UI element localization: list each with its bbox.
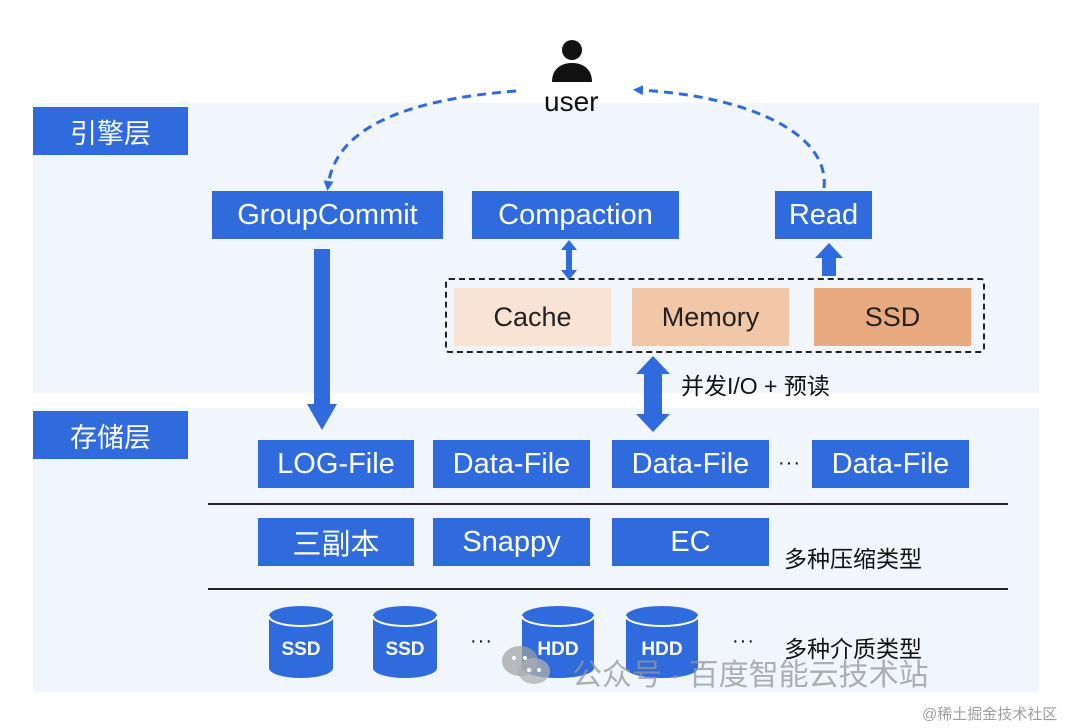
snappy-box: Snappy — [433, 518, 590, 566]
disk-hdd-1-label: HDD — [537, 639, 579, 660]
disk-ssd-2-label: SSD — [385, 639, 425, 660]
user-icon — [552, 40, 592, 82]
disk-hdd-2-label: HDD — [641, 639, 683, 660]
media-group — [445, 278, 985, 353]
memory-box: Memory — [632, 288, 789, 346]
divider-top — [208, 503, 1008, 505]
disk-hdd-2 — [626, 606, 698, 678]
data-file-box-3: Data-File — [812, 440, 969, 488]
watermark-sub: @稀土掘金技术社区 — [922, 706, 1058, 723]
engine-layer-label: 引擎层 — [33, 107, 188, 155]
compaction-box: Compaction — [472, 191, 679, 239]
disk-ssd-2 — [373, 606, 437, 678]
disk-ssd-1-label: SSD — [281, 639, 321, 660]
arrow-ssd-to-read — [815, 243, 843, 276]
disks-ellipsis-1: ··· — [470, 630, 493, 652]
disks-ellipsis-2: ··· — [732, 630, 755, 652]
io-label: 并发I/O + 预读 — [681, 373, 830, 399]
watermark-main: 公众号 · 百度智能云技术站 — [572, 659, 929, 692]
ssd-box: SSD — [814, 288, 971, 346]
replica-box: 三副本 — [258, 518, 414, 566]
groupcommit-box: GroupCommit — [212, 191, 443, 239]
disk-ssd-1 — [269, 606, 333, 678]
dashed-arrow-user-to-groupcommit — [323, 89, 517, 191]
user-label: user — [544, 86, 599, 117]
wechat-icon — [502, 646, 550, 684]
arrow-media-datafile — [636, 356, 670, 432]
storage-layer-label: 存储层 — [33, 411, 188, 459]
dashed-arrow-read-to-user — [633, 85, 826, 189]
data-file-box-2: Data-File — [612, 440, 769, 488]
read-box: Read — [775, 191, 872, 239]
compression-types-note: 多种压缩类型 — [784, 546, 922, 572]
ec-box: EC — [612, 518, 769, 566]
files-ellipsis: ··· — [778, 452, 801, 474]
data-file-box-1: Data-File — [433, 440, 590, 488]
arrow-compaction-media — [561, 240, 577, 280]
arrow-groupcommit-to-logfile — [307, 249, 337, 430]
log-file-box: LOG-File — [258, 440, 414, 488]
media-types-note: 多种介质类型 — [784, 636, 922, 662]
divider-bottom — [208, 588, 1008, 590]
cache-box: Cache — [454, 288, 611, 346]
